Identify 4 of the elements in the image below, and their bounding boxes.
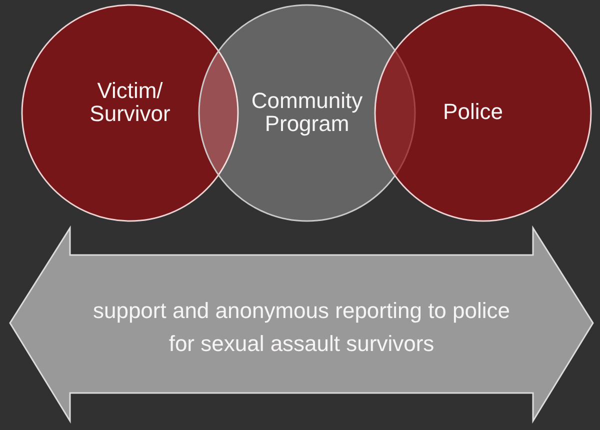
- circle-label: Police: [443, 100, 503, 124]
- circle-label: Victim/ Survivor: [88, 78, 172, 126]
- circle-label: Community Program: [250, 88, 364, 136]
- arrow-label: support and anonymous reporting to police for sexual assault survivors: [92, 296, 512, 358]
